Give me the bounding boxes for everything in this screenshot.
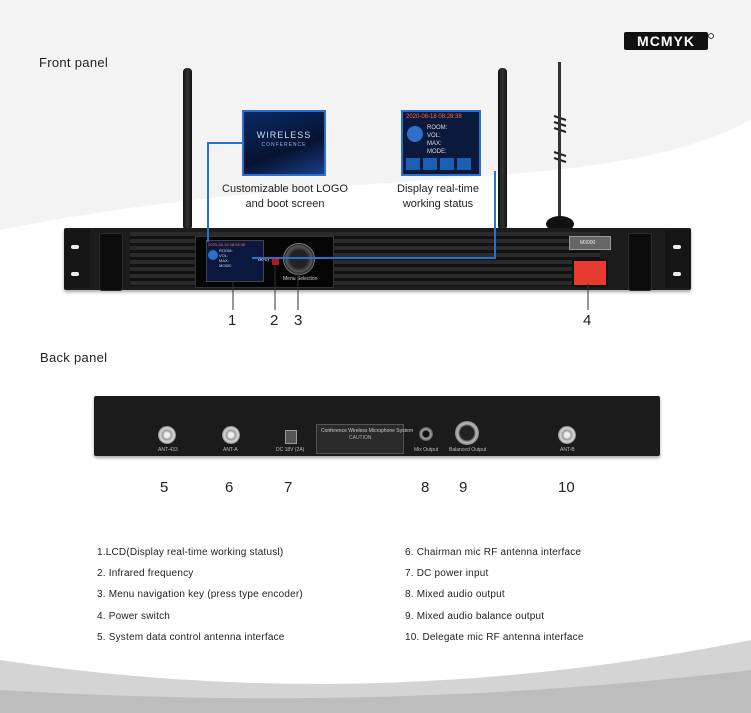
info-label-caution: CAUTION	[349, 435, 372, 441]
status-screen-time: 2020-08-18 08:28:38	[406, 114, 462, 120]
antenna-433-port[interactable]	[158, 426, 176, 444]
port-label: ANT-433	[158, 447, 178, 453]
legend-item: 8. Mixed audio output	[405, 589, 505, 600]
menu-knob[interactable]	[283, 243, 315, 275]
boot-screen-subtitle: CONFERENCE	[261, 142, 307, 148]
callout-line	[252, 257, 495, 259]
legend-item: 1.LCD(Display real-time working statusl)	[97, 547, 284, 558]
legend-item: 5. System data control antenna interface	[97, 632, 285, 643]
status-logo-icon	[407, 126, 423, 142]
port-label: Balanced Output	[449, 447, 487, 453]
callout-number: 9	[459, 479, 468, 496]
callout-number: 1	[228, 312, 237, 329]
caption-line: Customizable boot LOGO	[222, 183, 348, 195]
lcd-row: VOL:	[219, 253, 229, 258]
brand-logo: MCMYK	[624, 32, 714, 50]
port-label: ANT-B	[560, 447, 575, 453]
info-label-title: Conference Wireless Microphone System	[321, 428, 413, 434]
caption-line: Display real-time	[397, 183, 479, 195]
status-channel-bars	[406, 158, 474, 170]
back-panel-title: Back panel	[40, 350, 108, 365]
front-panel-title: Front panel	[39, 55, 109, 70]
port-label: ANT-A	[223, 447, 238, 453]
legend-item: 9. Mixed audio balance output	[405, 611, 545, 622]
legend-item: 2. Infrared frequency	[97, 568, 194, 579]
info-label-plate: Conference Wireless Microphone System CA…	[316, 424, 413, 454]
boot-logo-preview: WIRELESS CONFERENCE	[242, 110, 326, 176]
ir-label: IR-o)	[258, 257, 270, 263]
left-antenna	[183, 68, 192, 230]
caption-line: and boot screen	[245, 198, 325, 210]
legend-item: 3. Menu navigation key (press type encod…	[97, 589, 303, 600]
right-rack-ear	[665, 230, 691, 288]
port-label: DC 18V (2A)	[276, 447, 305, 453]
model-badge: M3000	[569, 236, 611, 250]
legend-item: 7. DC power input	[405, 568, 489, 579]
port-label: Mix Output	[414, 447, 439, 453]
model-badge-text: M3000	[580, 240, 596, 246]
mix-output-jack[interactable]	[419, 427, 433, 441]
antenna-b-port[interactable]	[558, 426, 576, 444]
right-antenna	[498, 68, 507, 230]
lcd-row: MODE:	[219, 263, 233, 268]
callout-number: 4	[583, 312, 592, 329]
legend-item: 4. Power switch	[97, 611, 171, 622]
status-row: ROOM:	[427, 125, 448, 131]
left-ear-hole-top	[71, 245, 79, 249]
legend-item: 6. Chairman mic RF antenna interface	[405, 547, 582, 558]
right-ear-hole-top	[673, 245, 681, 249]
left-ear-hole-bottom	[71, 272, 79, 276]
lcd-logo-icon	[208, 250, 218, 260]
status-caption: Display real-time working status	[373, 182, 503, 212]
right-handle[interactable]	[628, 233, 652, 291]
lcd-screen: 2020-08-18 08:28:38 ROOM: VOL: MAX: MODE…	[206, 240, 264, 282]
power-switch[interactable]	[572, 259, 608, 287]
right-ear-hole-bottom	[673, 272, 681, 276]
callout-number: 10	[558, 479, 575, 496]
lcd-row: ROOM:	[219, 248, 233, 253]
knob-label: Menu Selection	[283, 276, 318, 282]
callout-number: 5	[160, 479, 169, 496]
status-row: MODE:	[427, 149, 447, 155]
infrared-sensor	[272, 258, 279, 265]
callout-line	[207, 142, 209, 242]
callout-number: 7	[284, 479, 293, 496]
boot-logo-caption: Customizable boot LOGO and boot screen	[210, 182, 360, 212]
lcd-time: 2020-08-18 08:28:38	[208, 242, 246, 247]
callout-number: 6	[225, 479, 234, 496]
callout-number: 2	[270, 312, 279, 329]
antenna-a-port[interactable]	[222, 426, 240, 444]
spring-antenna	[546, 62, 574, 232]
callout-line	[207, 142, 243, 144]
caption-line: working status	[402, 198, 474, 210]
lcd-row: MAX:	[219, 258, 229, 263]
dc-power-jack[interactable]	[285, 430, 297, 444]
legend-item: 10. Delegate mic RF antenna interface	[405, 632, 584, 643]
callout-number: 3	[294, 312, 303, 329]
callout-number: 8	[421, 479, 430, 496]
left-rack-ear	[64, 230, 90, 288]
status-row: MAX:	[427, 141, 442, 147]
status-screen-preview: 2020-08-18 08:28:38 ROOM: VOL: MAX: MODE…	[401, 110, 481, 176]
status-row: VOL:	[427, 133, 441, 139]
svg-text:MCMYK: MCMYK	[637, 33, 695, 49]
callout-line	[494, 171, 496, 259]
boot-screen-title: WIRELESS	[256, 130, 312, 140]
xlr-balanced-output[interactable]	[455, 421, 479, 445]
left-handle[interactable]	[99, 233, 123, 291]
